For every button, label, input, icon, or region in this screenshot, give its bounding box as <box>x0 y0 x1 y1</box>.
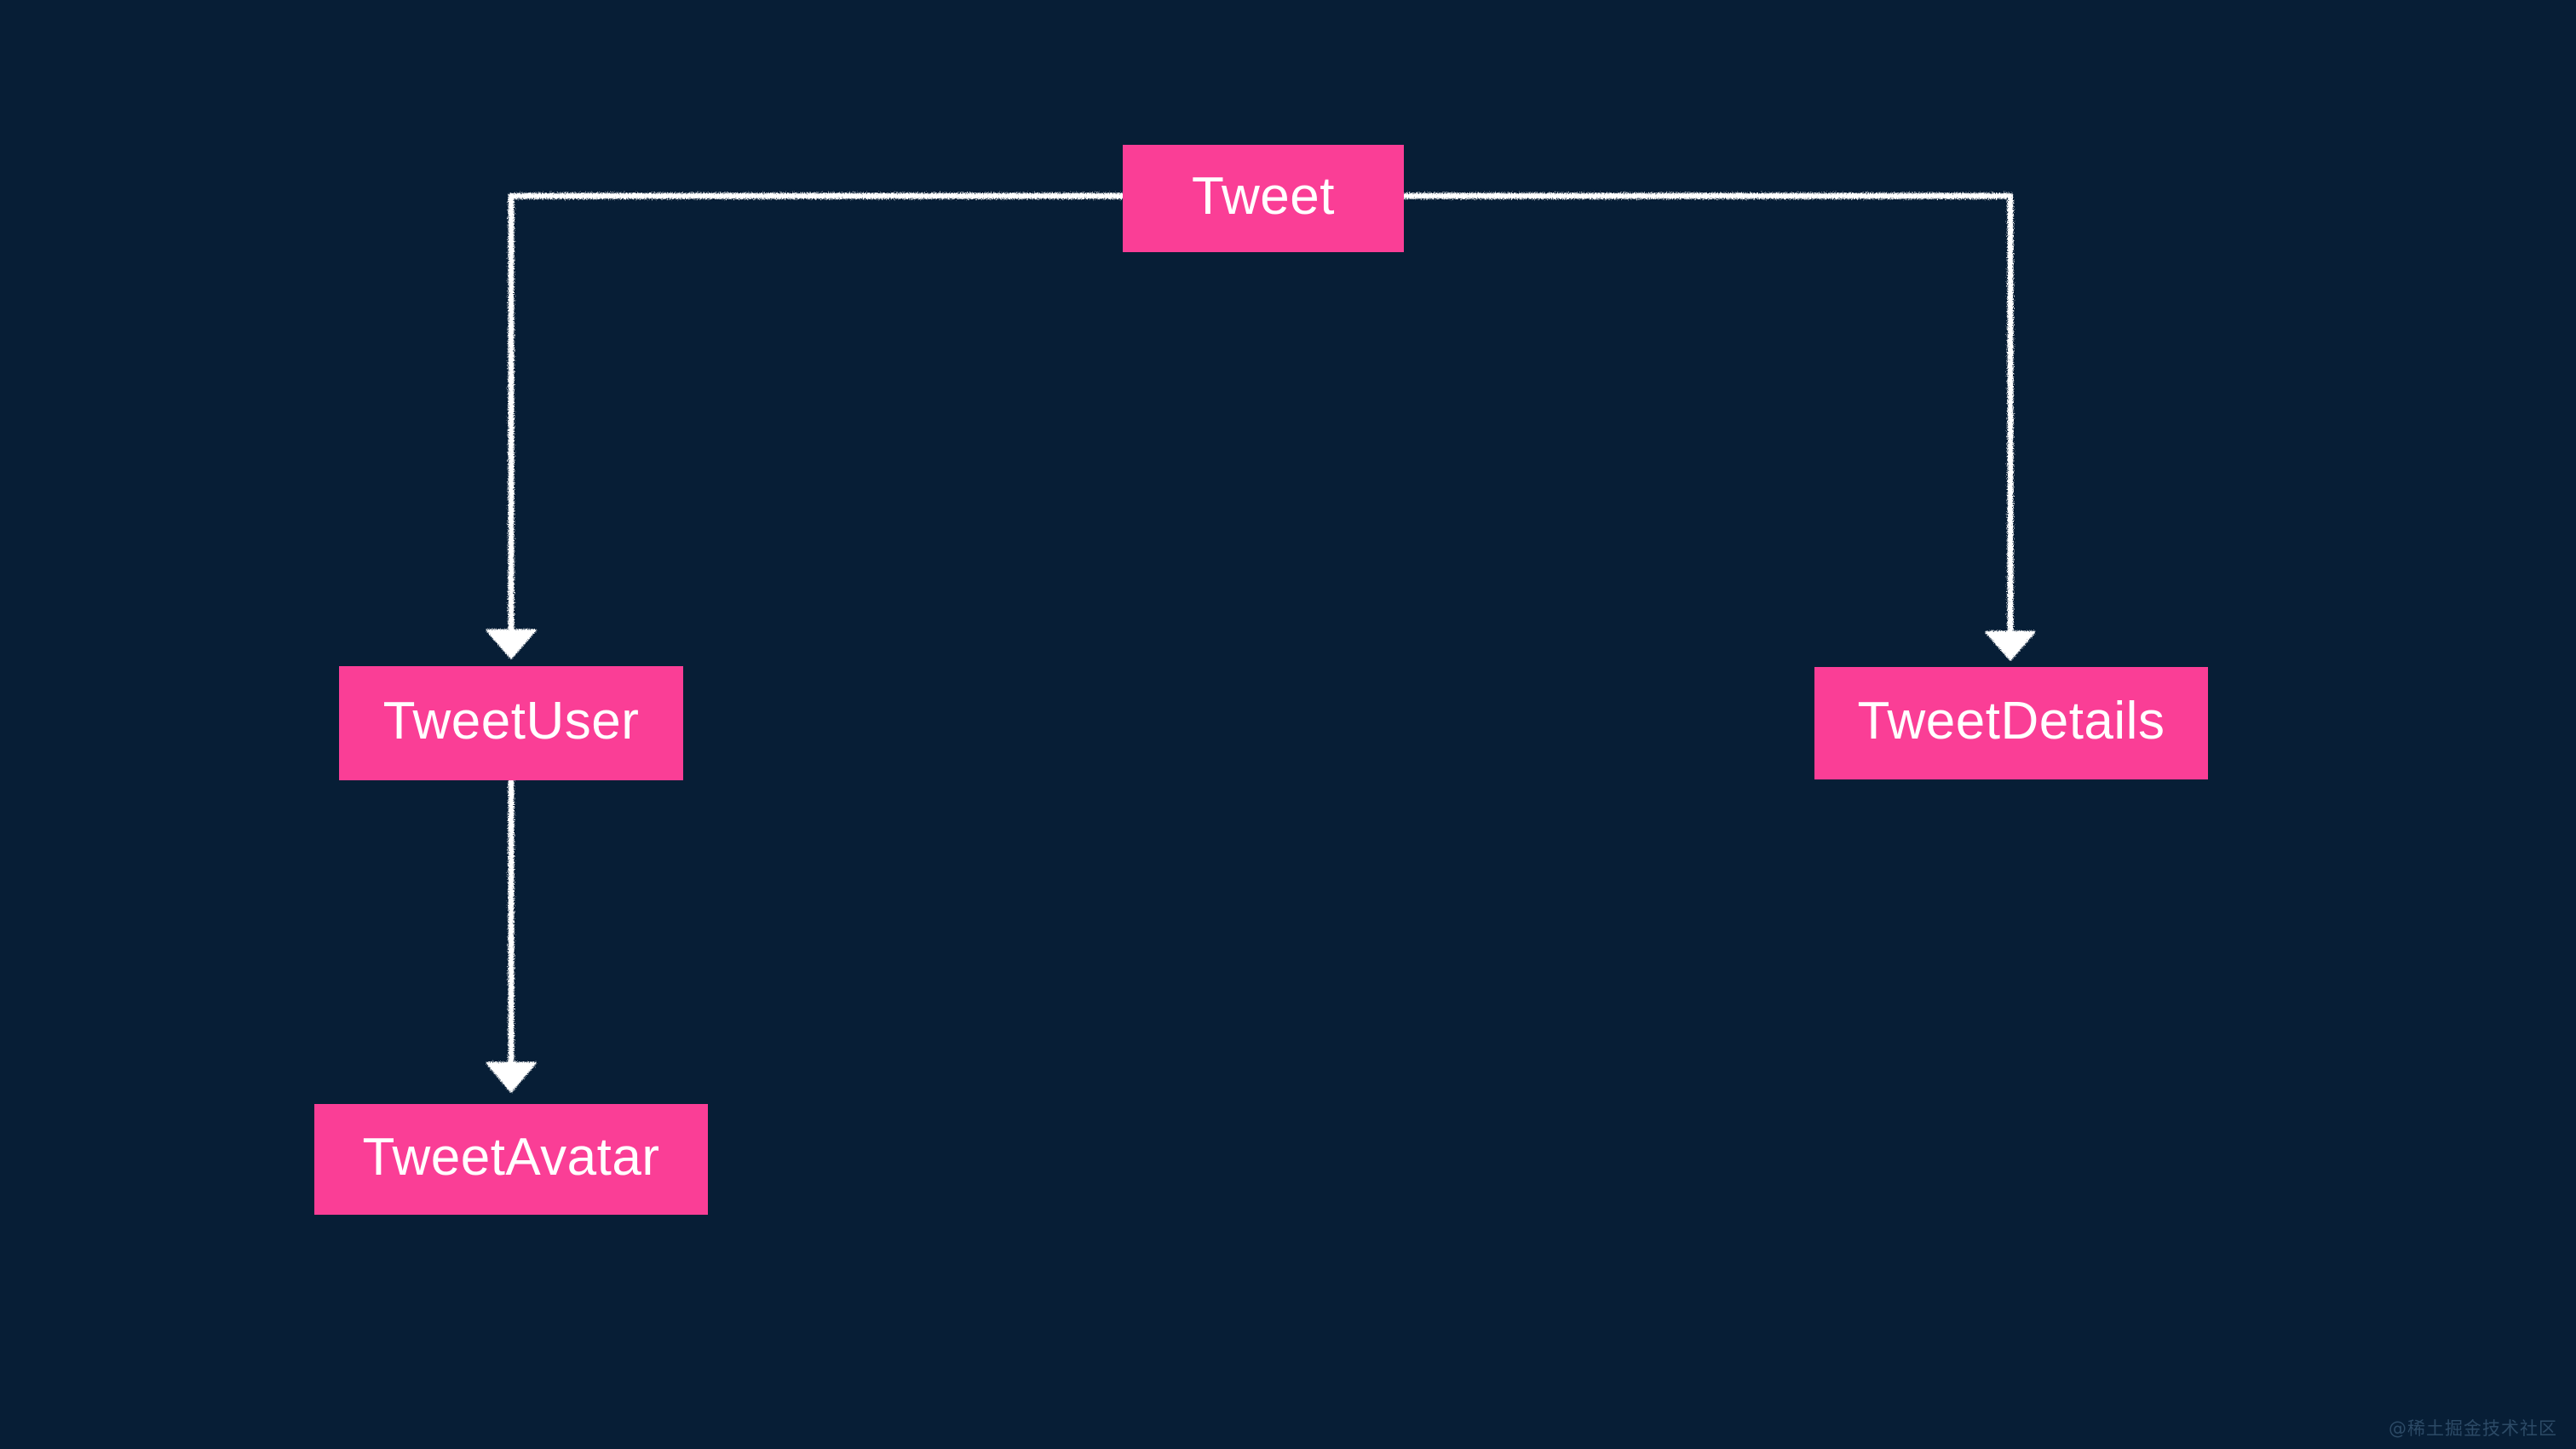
watermark: @稀土掘金技术社区 <box>2389 1418 2557 1439</box>
node-tweet[interactable]: Tweet <box>1123 145 1404 252</box>
node-tweetuser[interactable]: TweetUser <box>339 666 683 780</box>
edge-tweet-to-tweetdetails <box>1400 193 2014 640</box>
node-tweetuser-label: TweetUser <box>382 692 640 750</box>
edge-tweet-to-tweetuser <box>508 193 1126 638</box>
node-tweetavatar-label: TweetAvatar <box>362 1128 660 1187</box>
arrowhead-tweetavatar <box>486 1061 537 1093</box>
arrowhead-tweetuser <box>486 629 537 659</box>
node-tweetavatar[interactable]: TweetAvatar <box>314 1104 708 1215</box>
node-tweet-label: Tweet <box>1192 167 1335 226</box>
node-tweetdetails[interactable]: TweetDetails <box>1814 667 2208 779</box>
arrowhead-tweetdetails <box>1985 630 2036 661</box>
node-tweetdetails-label: TweetDetails <box>1857 692 2165 750</box>
